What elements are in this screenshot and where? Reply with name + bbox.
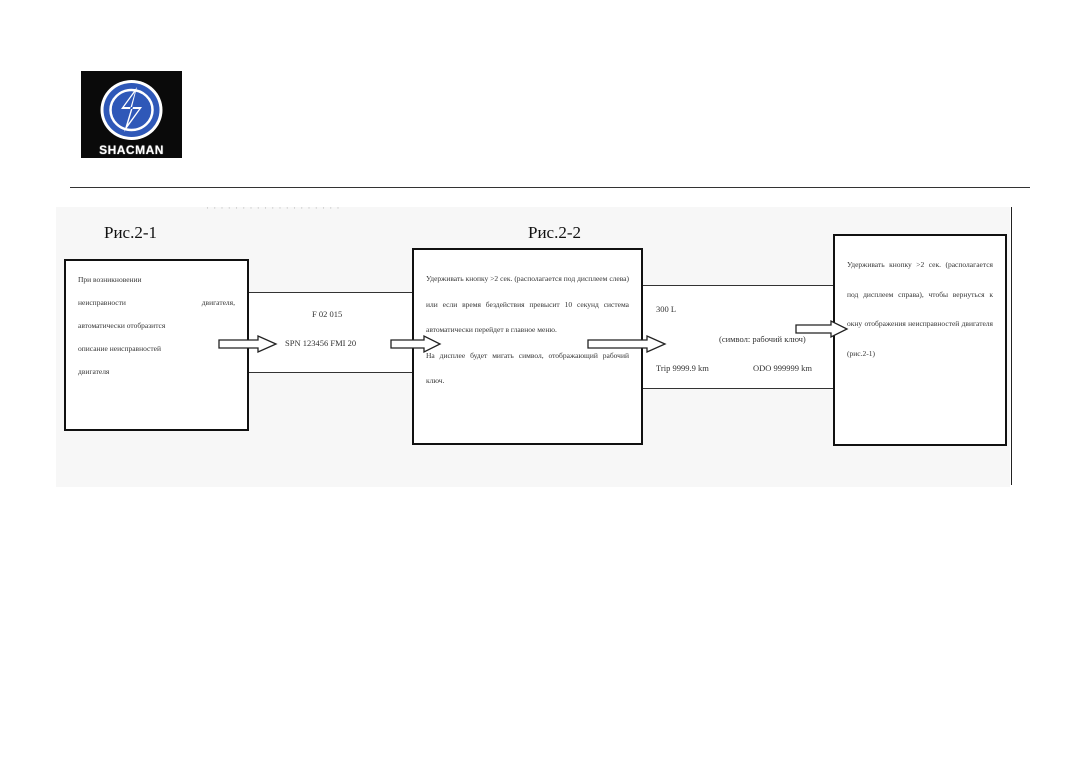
brand-name: SHACMAN <box>99 143 164 157</box>
box1-line: При возникновении <box>78 275 142 284</box>
right-border-line <box>1011 207 1012 485</box>
shacman-logo: SHACMAN <box>81 71 182 158</box>
figure-label-2-1: Рис.2-1 <box>104 223 158 242</box>
box2-paragraph-2: На дисплее будет мигать символ, отобража… <box>426 350 629 386</box>
arrow-right-icon <box>390 334 442 354</box>
instrument-display: 300 L (символ: рабочий ключ) Trip 9999.9… <box>643 285 836 389</box>
shacman-emblem-icon <box>100 80 163 140</box>
odometer-value: ODO 999999 km <box>753 363 813 373</box>
figure-label-2-2: Рис.2-2 <box>528 223 582 242</box>
trip-value: Trip 9999.9 km <box>656 363 709 373</box>
box3-text: Удерживать кнопку >2 сек. (располагается… <box>847 260 993 358</box>
faint-header-text: · · · · · · · · · · · · · · · · · · · <box>206 203 341 213</box>
arrow-right-icon <box>218 334 278 354</box>
box2-paragraph-1: Удерживать кнопку >2 сек. (располагается… <box>426 274 629 334</box>
box1-line: описание неисправностей <box>78 344 161 353</box>
box1-line: неисправности двигателя, <box>78 298 235 307</box>
instruction-box-3: Удерживать кнопку >2 сек. (располагается… <box>833 234 1007 446</box>
header-divider <box>70 187 1030 188</box>
arrow-right-icon <box>795 319 849 339</box>
wrench-symbol-caption: (символ: рабочий ключ) <box>719 334 806 344</box>
box1-line: автоматически отобразится <box>78 321 166 330</box>
spn-fmi-line: SPN 123456 FMI 20 <box>285 338 357 348</box>
fuel-value: 300 L <box>656 304 677 314</box>
arrow-right-icon <box>587 334 667 354</box>
fault-code-line: F 02 015 <box>312 309 343 319</box>
fault-code-display: F 02 015 SPN 123456 FMI 20 <box>249 292 413 373</box>
box1-line: двигателя <box>78 367 110 376</box>
